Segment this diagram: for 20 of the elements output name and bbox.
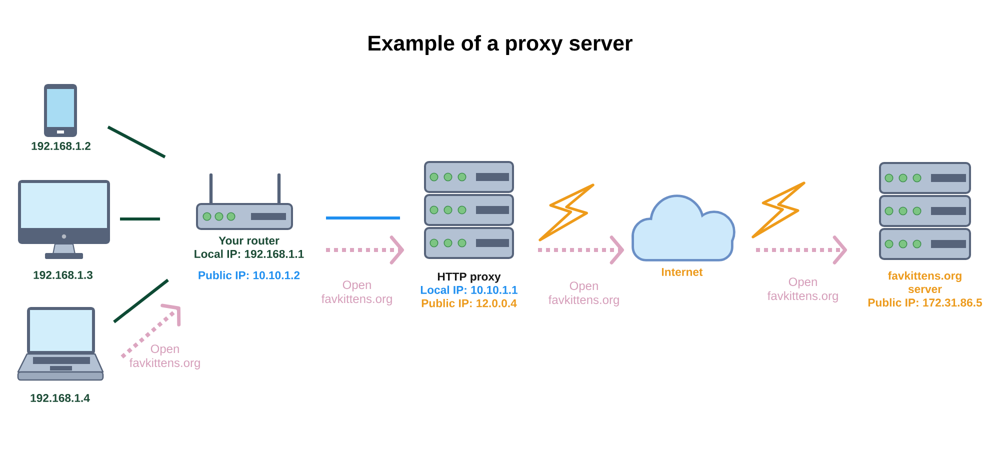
arrow — [326, 236, 404, 264]
edge-label: Open favkittens.org — [548, 282, 619, 306]
line — [113, 278, 169, 324]
node-label: Internet — [662, 268, 703, 276]
edge-label: Open favkittens.org — [768, 278, 838, 302]
line — [326, 216, 400, 220]
edge-label: Open favkittens.org — [321, 280, 392, 306]
title: Example of a proxy server — [368, 35, 632, 55]
arrow — [120, 304, 181, 359]
node-label: 192.168.1.4 — [30, 394, 90, 402]
edge-label: Open favkittens.org — [129, 344, 200, 370]
node-label: HTTP proxy Local IP: 10.10.1.1 Public IP: 12.0.0.4 — [420, 272, 518, 308]
arrow — [756, 236, 847, 264]
node-label: favkittens.org server Public IP: 172.31.86.5 — [868, 271, 982, 307]
node-label: 192.168.1.3 — [34, 271, 93, 280]
line — [120, 217, 160, 221]
node-label: 192.168.1.2 — [32, 142, 90, 150]
node-label: Your router Local IP: 192.168.1.1 Public IP: 10.10.1.2 — [194, 236, 304, 280]
arrow — [538, 236, 624, 264]
line — [107, 126, 166, 158]
